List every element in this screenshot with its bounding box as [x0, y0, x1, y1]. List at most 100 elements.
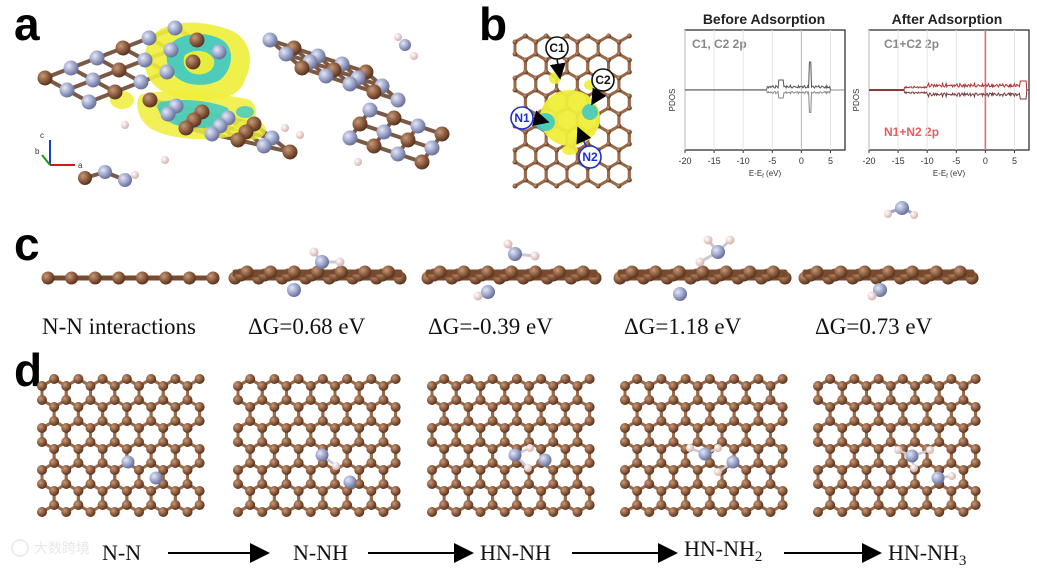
carbon-atom: [743, 265, 757, 279]
carbon-atom: [536, 402, 547, 412]
carbon-atom: [777, 458, 788, 468]
carbon-atom: [282, 144, 298, 160]
carbon-atom: [366, 374, 377, 384]
carbon-atom: [572, 437, 583, 447]
carbon-atom: [560, 458, 571, 468]
hydrogen-atom: [524, 464, 532, 472]
carbon-atom: [882, 265, 896, 279]
carbon-atom: [88, 271, 102, 285]
carbon-atom: [352, 116, 368, 132]
carbon-atom: [233, 465, 243, 475]
carbon-atom: [873, 416, 884, 426]
nitrogen-atom: [390, 92, 406, 108]
carbon-atom: [233, 381, 243, 391]
carbon-atom: [49, 486, 60, 496]
carbon-atom: [342, 416, 353, 426]
carbon-atom: [656, 500, 667, 510]
carbon-atom: [885, 423, 896, 433]
carbon-atom: [49, 500, 60, 510]
chart-title: Before Adsorption: [703, 11, 825, 27]
carbon-atom: [85, 423, 96, 433]
carbon-atom: [672, 265, 686, 279]
carbon-atom: [146, 500, 157, 510]
carbon-atom: [305, 395, 316, 405]
carbon-atom: [146, 444, 157, 454]
carbon-atom: [572, 465, 583, 475]
carbon-atom: [146, 486, 157, 496]
carbon-atom: [511, 486, 522, 496]
watermark: 大数跨境: [11, 539, 90, 557]
carbon-atom: [112, 271, 126, 285]
carbon-atom: [245, 374, 256, 384]
carbon-atom: [342, 402, 353, 412]
carbon-atom: [946, 374, 957, 384]
nitrogen-atom: [163, 42, 179, 58]
carbon-atom: [522, 69, 528, 75]
carbon-atom: [427, 479, 437, 489]
carbon-atom: [560, 500, 571, 510]
carbon-atom: [329, 479, 340, 489]
carbon-atom: [354, 465, 365, 475]
carbon-atom: [719, 265, 733, 279]
carbon-atom: [475, 423, 486, 433]
carbon-atom: [620, 507, 630, 517]
carbon-atom: [463, 500, 474, 510]
nitrogen-atom: [726, 455, 740, 469]
carbon-atom: [61, 381, 72, 391]
carbon-atom: [386, 110, 402, 126]
carbon-atom: [606, 33, 612, 39]
carbon-atom: [381, 265, 395, 279]
carbon-atom: [897, 416, 908, 426]
carbon-atom: [97, 416, 108, 426]
carbon-atom: [342, 458, 353, 468]
carbon-atom: [729, 402, 740, 412]
carbon-atom: [543, 141, 549, 147]
nitrogen-atom: [508, 247, 522, 261]
carbon-atom: [953, 265, 967, 279]
carbon-atom: [512, 51, 518, 57]
carbon-atom: [543, 57, 549, 63]
graphene-topview: [37, 374, 205, 517]
carbon-atom: [704, 486, 715, 496]
carbon-atom: [245, 500, 256, 510]
carbon-atom: [644, 423, 655, 433]
carbon-atom: [85, 465, 96, 475]
carbon-atom: [487, 374, 498, 384]
carbon-atom: [873, 374, 884, 384]
carbon-atom: [146, 416, 157, 426]
step-label-4: HN-NH3: [888, 540, 966, 569]
carbon-atom: [194, 444, 205, 454]
carbon-atom: [970, 444, 981, 454]
carbon-atom: [317, 416, 328, 426]
hydrogen-atom: [296, 131, 304, 139]
carbon-atom: [548, 479, 559, 489]
carbon-atom: [620, 423, 630, 433]
graphene-topview: [813, 374, 981, 517]
carbon-atom: [584, 500, 595, 510]
carbon-atom: [668, 437, 679, 447]
carbon-atom: [584, 416, 595, 426]
panel-label-b: b: [479, 0, 507, 50]
carbon-atom: [777, 500, 788, 510]
carbon-atom: [37, 70, 53, 86]
carbon-atom: [281, 507, 292, 517]
carbon-atom: [73, 416, 84, 426]
carbon-atom: [281, 381, 292, 391]
carbon-atom: [49, 458, 60, 468]
carbon-atom: [970, 416, 981, 426]
carbon-atom: [543, 69, 549, 75]
carbon-atom: [49, 374, 60, 384]
carbon-atom: [85, 395, 96, 405]
carbon-atom: [269, 500, 280, 510]
carbon-atom: [765, 465, 776, 475]
hydrogen-atom: [948, 472, 956, 480]
carbon-atom: [909, 437, 920, 447]
carbon-atom: [626, 105, 632, 111]
carbon-atom: [182, 381, 193, 391]
tick-label: -15: [708, 156, 721, 166]
carbon-atom: [85, 437, 96, 447]
carbon-atom: [481, 265, 495, 279]
carbon-atom: [37, 465, 47, 475]
tick-label: -20: [862, 156, 875, 166]
